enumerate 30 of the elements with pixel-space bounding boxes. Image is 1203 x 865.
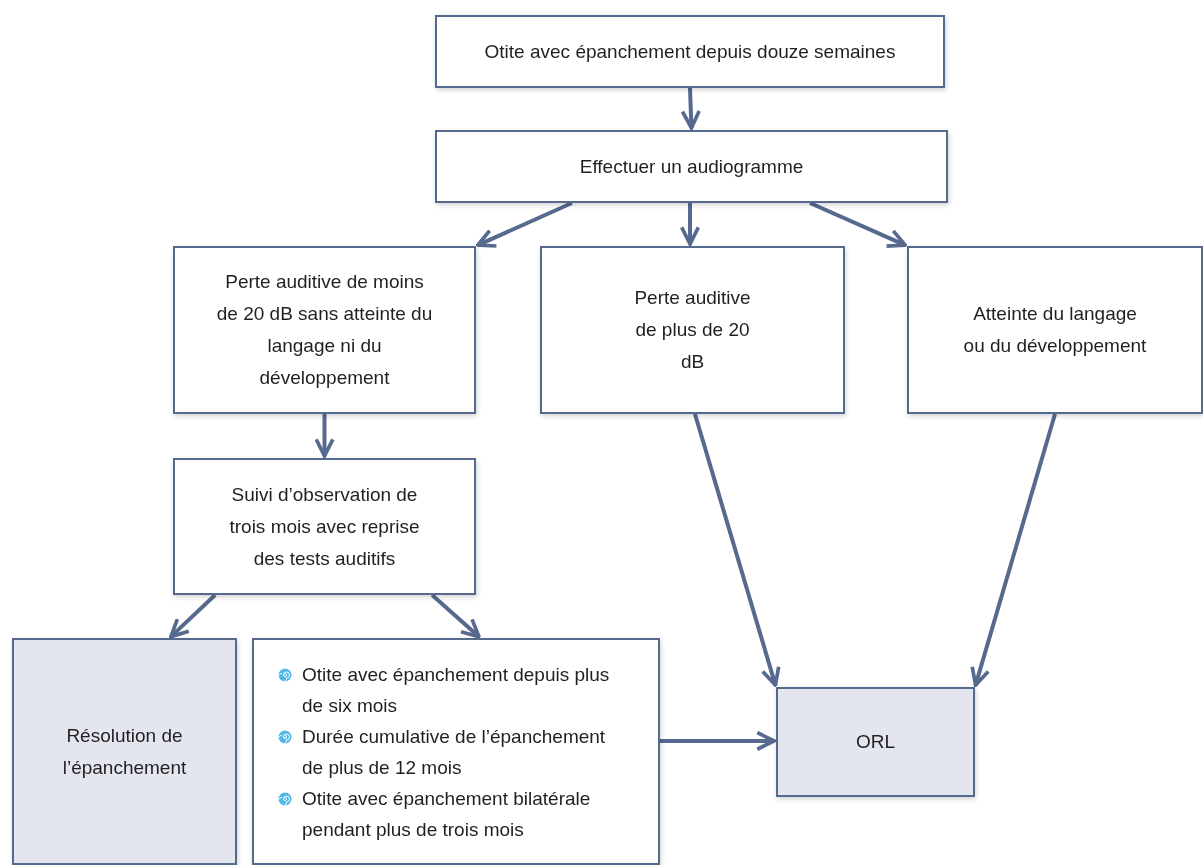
process-box — [435, 130, 948, 203]
box-text: Perte auditive de plus de 20 dB — [633, 286, 752, 374]
box-text: Résolution de l’épanchement — [61, 723, 188, 780]
process-box — [173, 246, 476, 414]
process-box — [12, 638, 237, 865]
process-box — [540, 246, 845, 414]
box-text: Effectuer un audiogramme — [578, 154, 805, 179]
criteria-box — [252, 638, 660, 865]
box-text: Otite avec épanchement depuis douze semaines — [483, 39, 897, 64]
criterion-text: Otite avec épanchement bilatérale pendant plus de trois mois — [302, 786, 592, 842]
box-text: ORL — [854, 730, 897, 754]
arrow — [169, 593, 217, 639]
criterion-text: Otite avec épanchement depuis plus de six mois — [302, 662, 611, 718]
arrow — [314, 414, 335, 458]
criterion-text: Durée cumulative de l’épanchement de plus de 12 mois — [302, 724, 607, 780]
process-box — [435, 15, 945, 88]
box-text: Suivi d’observation de trois mois avec reprise des tests auditifs — [228, 482, 421, 571]
arrow — [809, 201, 907, 248]
process-box — [776, 687, 975, 797]
arrow — [970, 413, 1057, 687]
process-box — [173, 458, 476, 595]
arrow — [679, 203, 701, 246]
process-box — [907, 246, 1203, 414]
arrow — [476, 201, 573, 248]
box-text: Perte auditive de moins de 20 dB sans atteinte du langage ni du développement — [215, 270, 434, 390]
arrow — [430, 593, 481, 639]
arrow — [680, 87, 701, 130]
arrow — [693, 413, 781, 687]
box-text: Atteinte du langage ou du développement — [962, 302, 1148, 358]
arrow — [660, 730, 776, 752]
